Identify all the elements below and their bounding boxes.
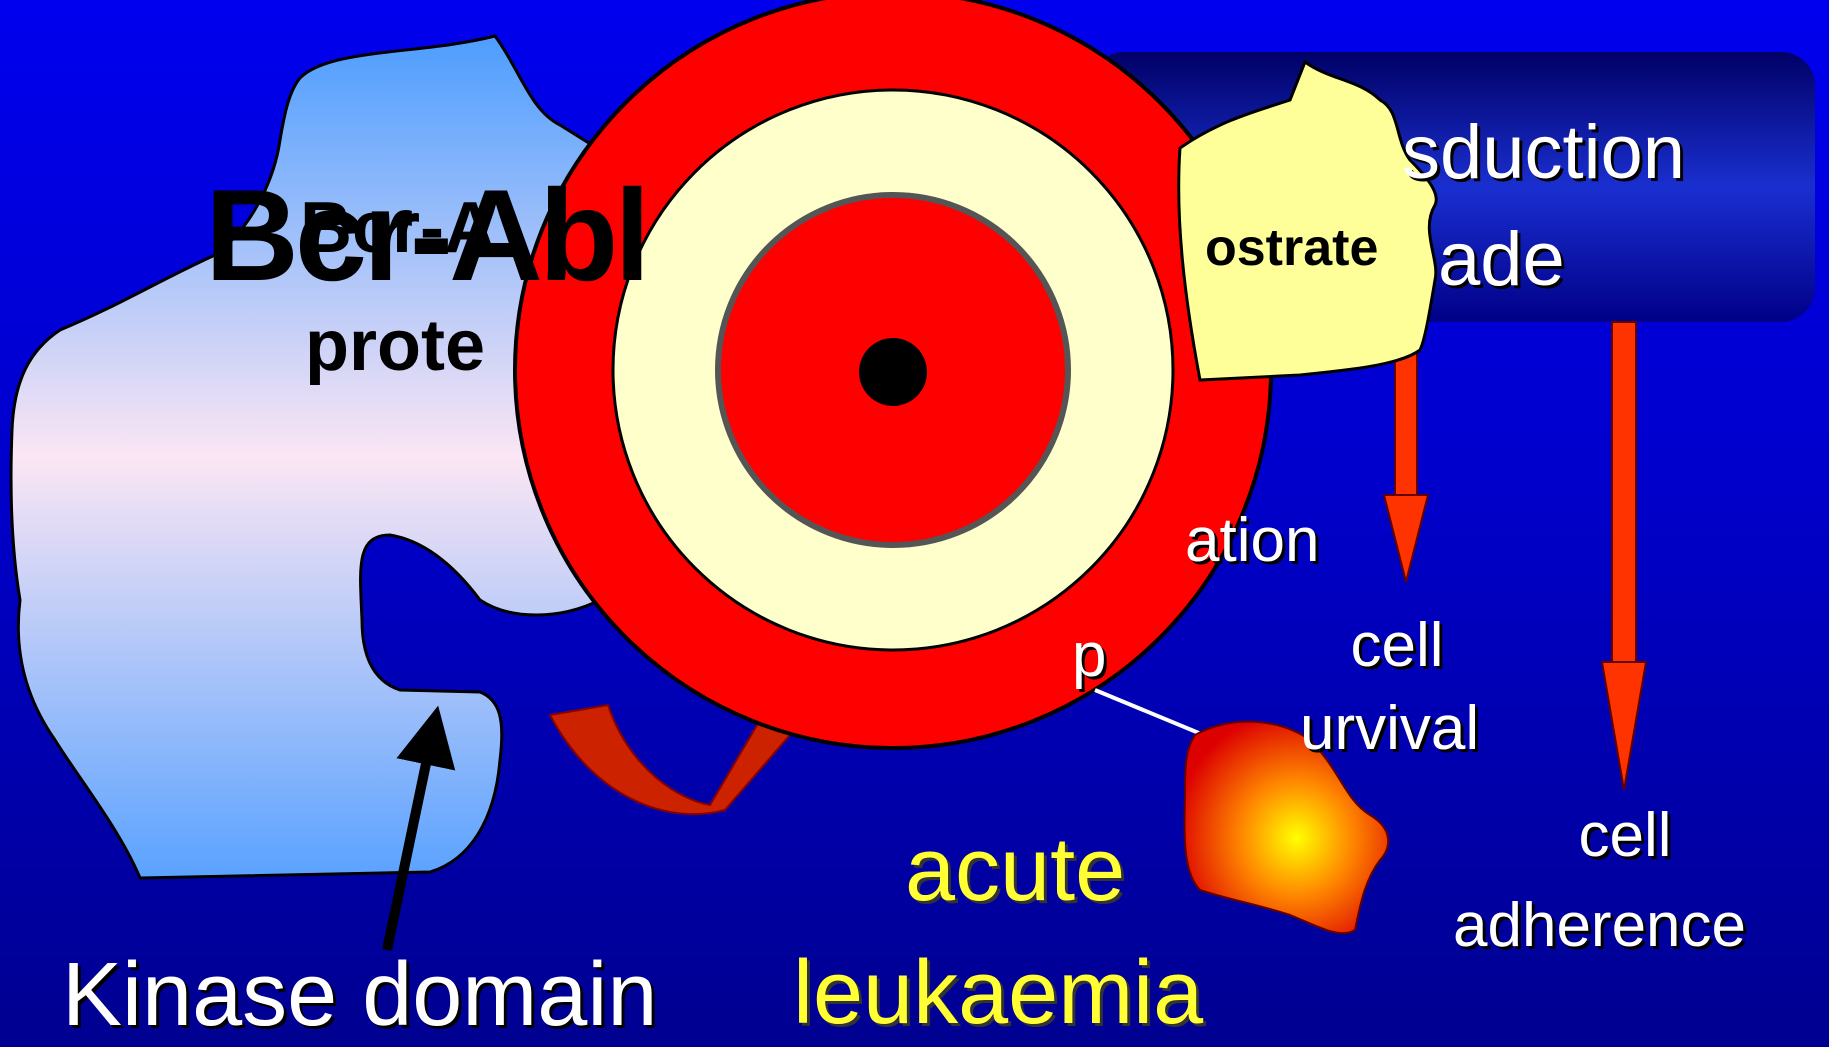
adherence-text-line2: adherence	[1453, 895, 1746, 957]
disease-text-line1: acute	[905, 825, 1125, 915]
substrate-label: ostrate	[1205, 222, 1378, 274]
cascade-text-line1: sduction	[1402, 115, 1685, 191]
target-icon	[515, 0, 1271, 748]
arrow-to-survival	[1384, 330, 1428, 582]
bcr-abl-title: Bcr-Abl	[205, 170, 646, 300]
survival-text-line2: urvival	[1300, 698, 1479, 760]
protein-label-line2: prote	[305, 310, 485, 382]
kinase-domain-label: Kinase domain	[62, 950, 657, 1040]
survival-text-line1: cell	[1342, 615, 1452, 677]
disease-text-line2: leukaemia	[793, 948, 1203, 1038]
proliferation-text: ation	[1185, 510, 1319, 572]
adherence-text-line1: cell	[1570, 805, 1680, 867]
p-fragment-text: p	[1072, 625, 1106, 687]
arrow-to-adherence	[1602, 322, 1646, 790]
cascade-text-line2: ade	[1438, 222, 1565, 298]
